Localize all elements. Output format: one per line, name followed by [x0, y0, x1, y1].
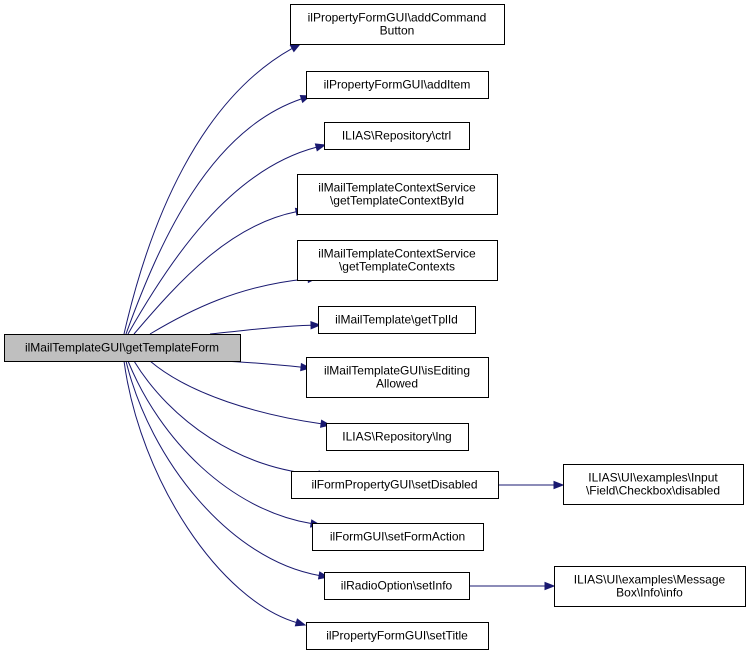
arrowhead-root-n12: [294, 618, 307, 627]
node-label-line: ilMailTemplateGUI\isEditing: [324, 364, 470, 378]
node-box: [324, 122, 470, 150]
edge-root-n11: [125, 360, 320, 576]
node-label-line: ilFormPropertyGUI\setDisabled: [311, 478, 477, 492]
node-label-line: ilPropertyFormGUI\addCommand: [308, 11, 487, 25]
node-box: [563, 464, 744, 505]
node-n5[interactable]: ilMailTemplateContextService\getTemplate…: [297, 240, 498, 281]
node-label-line: ilFormGUI\setFormAction: [330, 530, 465, 544]
node-label-line: ilPropertyFormGUI\addItem: [324, 78, 471, 92]
node-label-line: ilRadioOption\setInfo: [341, 579, 453, 593]
node-label-line: \Field\Checkbox\disabled: [586, 484, 720, 498]
node-label-line: Allowed: [376, 377, 418, 391]
edge-root-n4: [133, 211, 297, 335]
node-label-line: ilPropertyFormGUI\setTitle: [326, 629, 468, 643]
node-box: [4, 334, 241, 362]
arrowhead-root-n3: [314, 143, 327, 152]
node-n8[interactable]: ILIAS\Repository\lng: [326, 423, 469, 451]
node-n11[interactable]: ilRadioOption\setInfo: [324, 572, 470, 600]
edge-root-n1: [123, 47, 293, 335]
node-label-line: ilMailTemplate\getTplId: [335, 313, 458, 327]
node-n4[interactable]: ilMailTemplateContextService\getTemplate…: [297, 174, 498, 215]
node-root[interactable]: ilMailTemplateGUI\getTemplateForm: [4, 334, 241, 362]
node-box: [554, 566, 746, 607]
node-n2[interactable]: ilPropertyFormGUI\addItem: [306, 71, 489, 99]
edge-root-n5: [149, 278, 309, 335]
node-box: [297, 240, 498, 281]
node-n3[interactable]: ILIAS\Repository\ctrl: [324, 122, 470, 150]
node-label-line: \getTemplateContexts: [339, 260, 455, 274]
node-box: [318, 306, 476, 334]
node-box: [326, 423, 469, 451]
arrowhead-n9-n13: [553, 480, 565, 490]
edge-root-n2: [125, 98, 302, 335]
node-label-line: ilMailTemplateContextService: [318, 247, 476, 261]
node-box: [291, 471, 499, 499]
node-box: [290, 4, 505, 45]
node-n9[interactable]: ilFormPropertyGUI\setDisabled: [291, 471, 499, 499]
node-box: [312, 523, 484, 551]
node-label-line: ilMailTemplateGUI\getTemplateForm: [25, 341, 219, 355]
node-label-line: Box\Info\info: [616, 586, 683, 600]
nodes-layer: ilMailTemplateGUI\getTemplateForm ilPrope…: [4, 4, 746, 650]
node-n6[interactable]: ilMailTemplate\getTplId: [318, 306, 476, 334]
arrowhead-n11-n14: [544, 581, 556, 591]
edge-root-n12: [123, 360, 297, 623]
node-box: [306, 357, 489, 398]
edge-root-n6: [209, 324, 312, 335]
node-n12[interactable]: ilPropertyFormGUI\setTitle: [306, 622, 489, 650]
node-label-line: ILIAS\Repository\ctrl: [342, 129, 451, 143]
node-box: [306, 622, 489, 650]
edge-root-n8: [149, 360, 322, 425]
edge-root-n10: [127, 360, 312, 525]
arrowhead-root-n1: [289, 43, 302, 53]
node-box: [297, 174, 498, 215]
arrowhead-root-n6: [310, 321, 322, 330]
node-label-line: ILIAS\UI\examples\Message: [574, 573, 726, 587]
node-label-line: ilMailTemplateContextService: [318, 181, 476, 195]
node-label-line: Button: [380, 24, 415, 38]
node-box: [324, 572, 470, 600]
node-label-line: ILIAS\UI\examples\Input: [588, 471, 718, 485]
edge-root-n9: [133, 360, 320, 475]
node-label-line: \getTemplateContextById: [330, 194, 464, 208]
arrowhead-root-n7: [300, 362, 312, 372]
node-n13[interactable]: ILIAS\UI\examples\Input\Field\Checkbox\d…: [563, 464, 744, 505]
node-label-line: ILIAS\Repository\lng: [342, 430, 451, 444]
node-n10[interactable]: ilFormGUI\setFormAction: [312, 523, 484, 551]
edge-root-n3: [127, 146, 317, 335]
node-box: [306, 71, 489, 99]
